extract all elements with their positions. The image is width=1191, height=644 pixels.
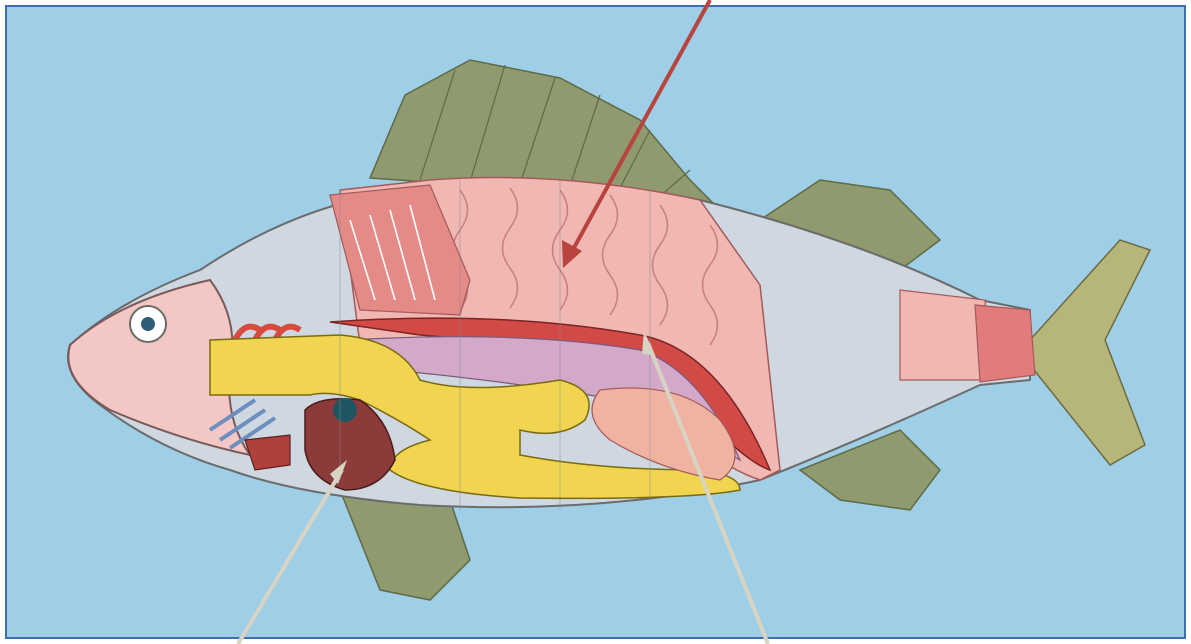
eye-pupil [141,317,155,331]
gall-bladder [333,398,357,422]
caudal-muscle-end [975,305,1035,382]
